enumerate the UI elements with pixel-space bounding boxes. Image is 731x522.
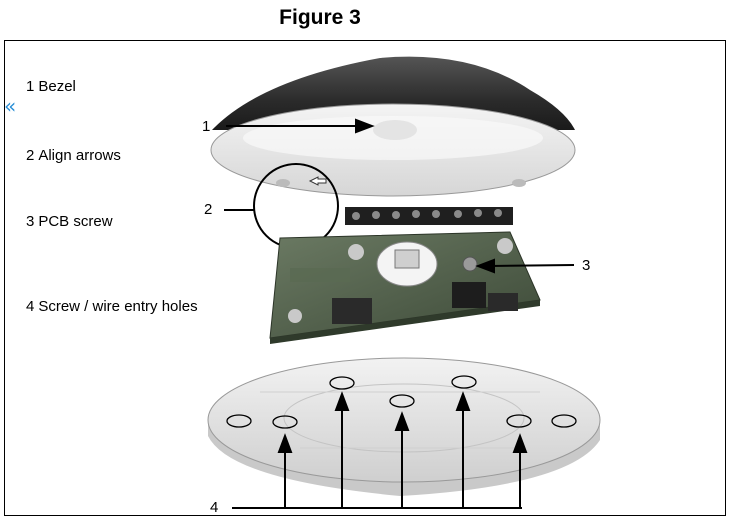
callout-1: 1 <box>202 118 211 135</box>
callout-4: 4 <box>210 499 219 516</box>
pcb-screw <box>462 256 478 272</box>
legend-label: Screw / wire entry holes <box>38 298 198 315</box>
legend-label: PCB screw <box>38 213 113 230</box>
collapse-chevron-icon[interactable]: « <box>4 94 17 118</box>
align-arrow-icon <box>308 176 327 186</box>
legend-label: Bezel <box>38 78 76 95</box>
legend-number: 4 <box>26 298 35 315</box>
callout-2: 2 <box>204 201 213 218</box>
legend-label: Align arrows <box>38 147 121 164</box>
figure-frame <box>4 40 726 516</box>
legend-number: 3 <box>26 213 35 230</box>
legend-number: 1 <box>26 78 35 95</box>
callout-3: 3 <box>582 257 591 274</box>
figure-title: Figure 3 <box>279 6 361 29</box>
pcb-board <box>269 207 541 344</box>
screw-holes <box>226 375 577 429</box>
legend-number: 2 <box>26 147 35 164</box>
